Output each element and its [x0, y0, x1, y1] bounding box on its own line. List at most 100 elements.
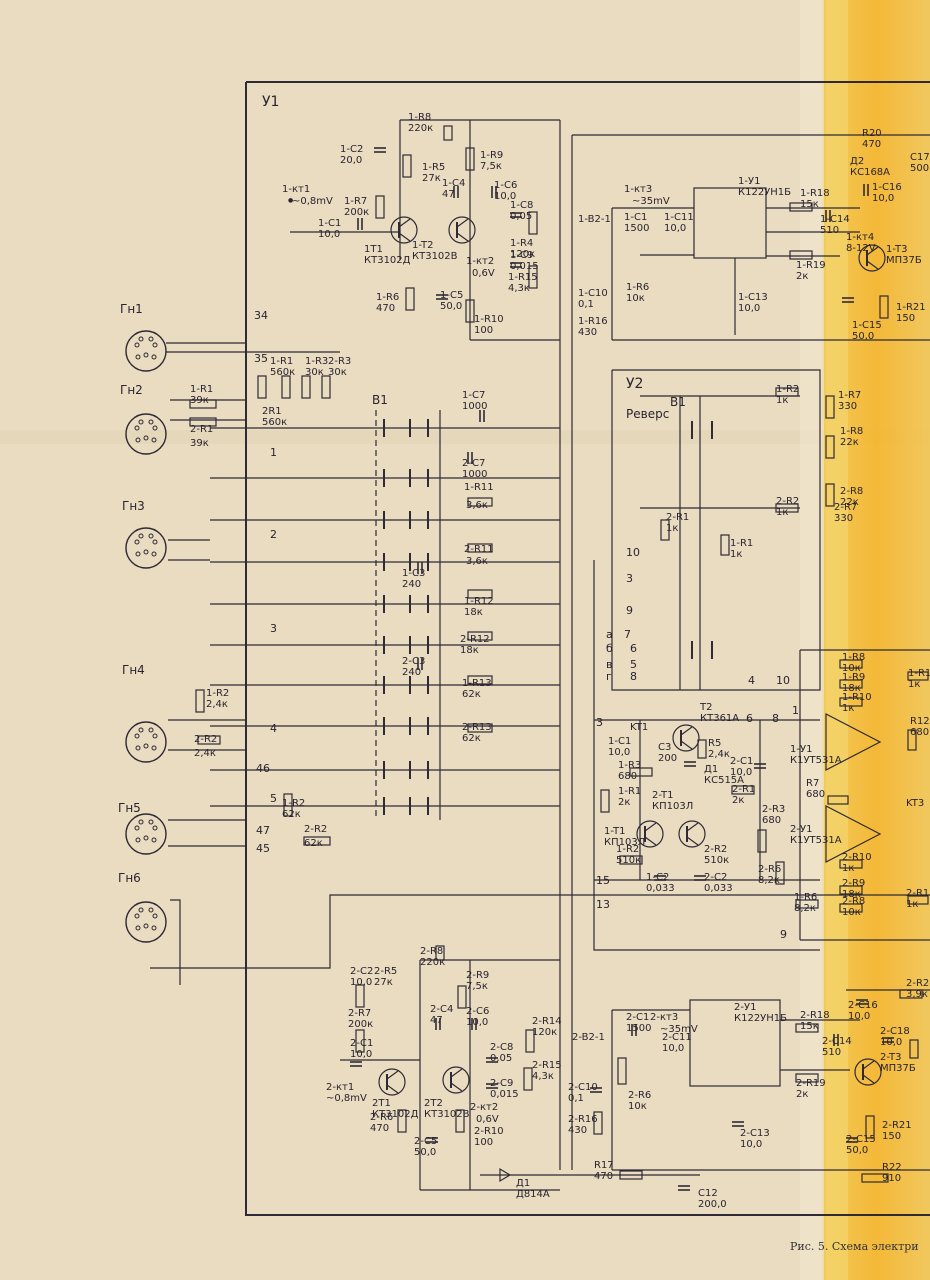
contact-letter: б: [606, 642, 613, 655]
preamp-upper-value: 10,0: [738, 303, 760, 314]
resistor-symbol: [795, 1073, 819, 1083]
u2-part-ref: 2-R1: [666, 512, 689, 523]
resistor-symbol: [189, 417, 217, 427]
transistor-symbol: [390, 216, 418, 244]
socket-pin: [138, 727, 144, 733]
upper-channel-value: 0,6V: [472, 268, 495, 279]
input-network-value: 39к: [190, 395, 209, 406]
transistor-symbol: [858, 244, 886, 272]
socket-pin: [138, 819, 144, 825]
resistor-symbol: [593, 1111, 603, 1135]
transistor-emitter: [686, 836, 699, 846]
mid-part-value: КП103Л: [604, 837, 645, 848]
mid-part-ref: R5: [708, 738, 721, 749]
resistor-symbol: [435, 945, 445, 961]
upper-channel-value: 50,0: [440, 301, 462, 312]
opamp-symbol: [825, 805, 882, 863]
output-lower-ref: 2-R21: [882, 1120, 912, 1131]
resistor-symbol: [839, 885, 863, 895]
input-network-value: 560к: [270, 367, 295, 378]
mid-part-value: 8,2к: [758, 875, 780, 886]
preamp-lower-ref: 2-C10: [568, 1082, 598, 1093]
mid-part-ref: 2-R1: [732, 784, 755, 795]
pin-number: 9: [626, 604, 633, 617]
lower-channel-value: 50,0: [414, 1147, 436, 1158]
preamp-lower-ref: 2-У1: [734, 1002, 756, 1013]
right-edge-ref: R12: [910, 716, 930, 727]
input-network-value: 2,4к: [194, 748, 216, 759]
socket-label: Гн6: [118, 871, 141, 885]
socket-pin: [151, 354, 157, 360]
input-network-value: 2,4к: [206, 699, 228, 710]
resistor-symbol: [757, 829, 767, 853]
u2-part-value: 22к: [840, 497, 859, 508]
u2-part-ref: 1-R2: [776, 384, 799, 395]
u2-part-value: 330: [834, 513, 853, 524]
mid-part-value: 510к: [704, 855, 729, 866]
input-network-ref: 2R1: [262, 406, 282, 417]
u2-part-value: 1к: [666, 523, 678, 534]
lower-channel-value: КТ3102В: [424, 1109, 470, 1120]
input-network-ref: 2-R2: [194, 734, 217, 745]
preamp-upper-value: 15к: [800, 199, 819, 210]
correction-value: 62к: [462, 689, 481, 700]
input-network-ref: 2-R1: [190, 424, 213, 435]
correction-value: 240: [402, 667, 421, 678]
upper-channel-value: 470: [376, 303, 395, 314]
label-reverse: Реверс: [626, 407, 669, 421]
mid-part-value: 200: [658, 753, 677, 764]
din-socket-symbol: [125, 721, 167, 763]
lower-channel-value: 47: [430, 1015, 443, 1026]
upper-channel-ref: 1-T2: [412, 240, 434, 251]
resistor-symbol: [523, 1067, 533, 1091]
resistor-symbol: [465, 147, 475, 171]
mid-part-value: 680: [762, 815, 781, 826]
output-lower-ref: 2-T3: [880, 1052, 902, 1063]
right-edge-ref: 1-R10: [842, 692, 872, 703]
right-edge-value: 18к: [842, 683, 861, 694]
preamp-upper-ref: 1-C10: [578, 288, 608, 299]
lower-channel-value: 470: [370, 1123, 389, 1134]
resistor-symbol: [467, 675, 493, 685]
preamp-upper-value: 2к: [796, 271, 808, 282]
transistor-collector: [866, 246, 879, 256]
resistor-symbol: [467, 631, 493, 641]
upper-channel-ref: 1-C2: [340, 144, 363, 155]
correction-value: 62к: [462, 733, 481, 744]
transistor-symbol: [854, 1058, 882, 1086]
resistor-symbol: [697, 739, 707, 759]
transistor-collector: [680, 726, 693, 736]
input-network-ref: 1-R1: [190, 384, 213, 395]
mid-part-ref: 2-T1: [652, 790, 674, 801]
upper-channel-value: 20,0: [340, 155, 362, 166]
upper-channel-ref: 1-R15: [508, 272, 538, 283]
right-edge-value: К1УТ531А: [790, 835, 842, 846]
upper-channel-ref: 1-R10: [474, 314, 504, 325]
lower-channel-value: 10,0: [350, 977, 372, 988]
preamp-lower-ref: 2-R6: [628, 1090, 651, 1101]
socket-label: Гн4: [122, 663, 145, 677]
mid-part-ref: 1-C1: [608, 736, 631, 747]
resistor-symbol: [397, 1109, 407, 1133]
input-network-value: 30к: [305, 367, 324, 378]
switch-position-number: 5: [270, 792, 277, 805]
mid-part-ref: 1-R3: [618, 760, 641, 771]
mid-part-ref: T2: [699, 702, 712, 713]
correction-value: 3,6к: [466, 500, 488, 511]
resistor-symbol: [909, 1039, 919, 1059]
transistor-collector: [398, 218, 411, 228]
resistor-symbol: [528, 211, 538, 235]
output-lower-ref: 2-C16: [848, 1000, 878, 1011]
resistor-symbol: [907, 671, 929, 681]
resistor-symbol: [827, 795, 849, 805]
input-network-value: 560к: [262, 417, 287, 428]
preamp-upper-ref: 1-кт3: [624, 184, 652, 195]
output-lower-value: 50,0: [846, 1145, 868, 1156]
right-edge-value: 1к: [908, 679, 920, 690]
u2-frame: [611, 369, 821, 691]
upper-channel-ref: 1-R8: [408, 112, 431, 123]
preamp-upper-value: 510: [820, 225, 839, 236]
output-upper-ref: Д2: [850, 156, 864, 167]
resistor-symbol: [455, 1109, 465, 1133]
din-socket-symbol: [125, 413, 167, 455]
